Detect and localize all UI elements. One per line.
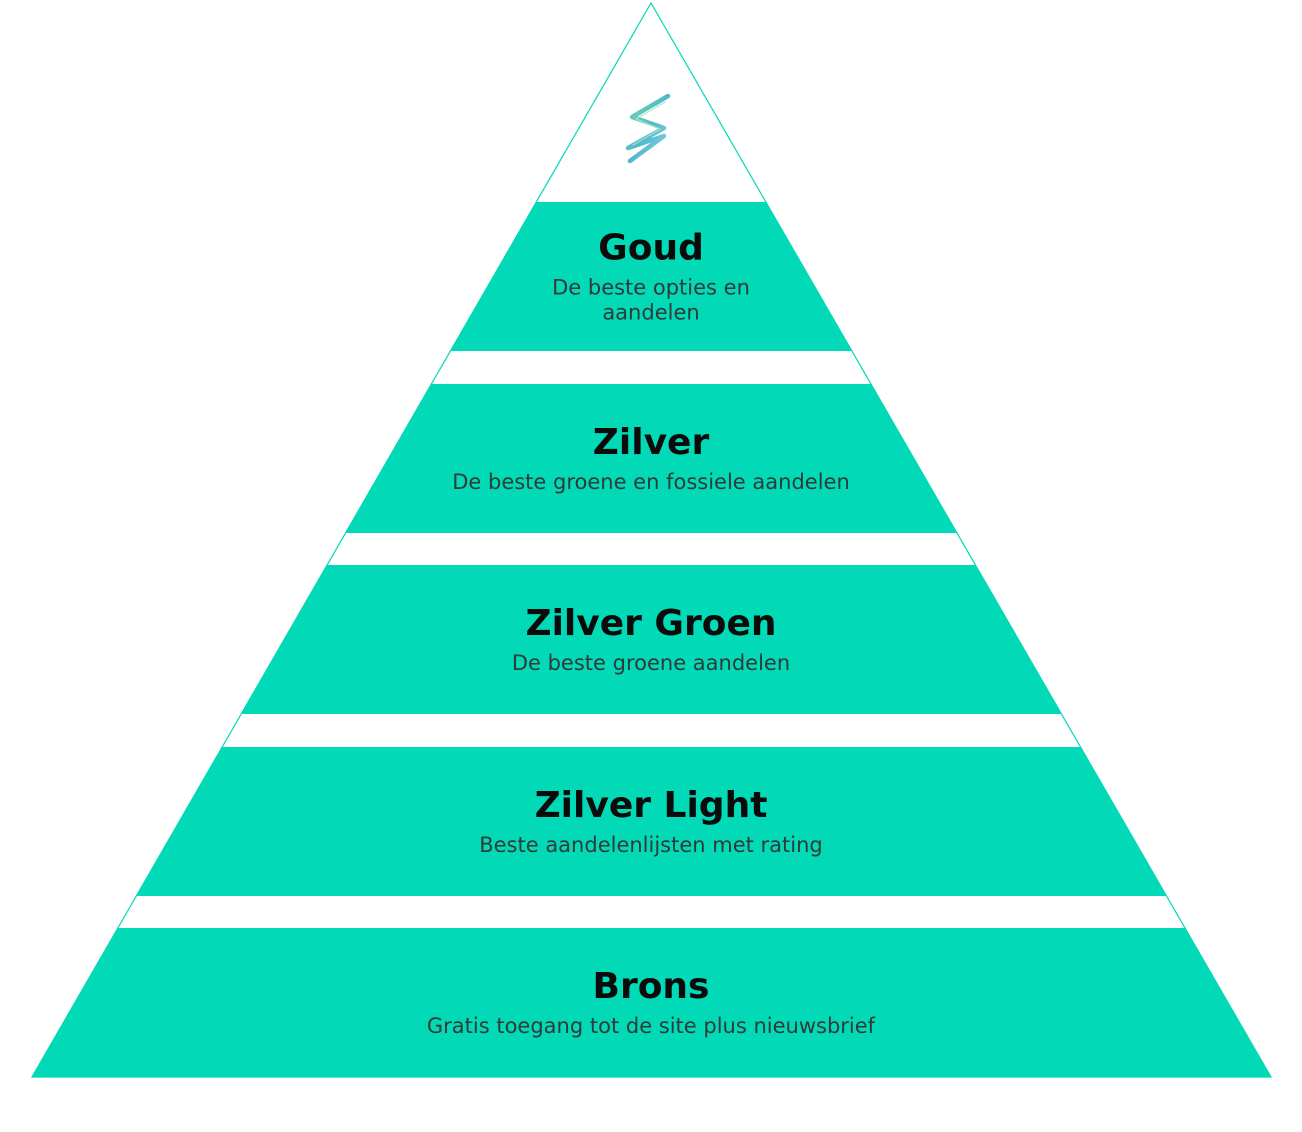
tier-band [345, 384, 957, 533]
tier-band [450, 202, 852, 351]
tier-title: Zilver [593, 422, 710, 463]
lightning-bolt-logo-icon [625, 93, 671, 164]
tier-title: Brons [593, 966, 710, 1007]
tier-zilver-groen: Zilver Groen De beste groene aandelen [240, 565, 1062, 714]
tier-band [240, 565, 1062, 714]
pyramid-outline [30, 1, 1273, 1078]
tier-band [31, 928, 1271, 1077]
tier-subtitle: De beste groene aandelen [512, 651, 790, 675]
tier-subtitle: aandelen [602, 301, 699, 325]
tier-subtitle: Beste aandelenlijsten met rating [479, 833, 823, 857]
tier-zilver: Zilver De beste groene en fossiele aandel… [345, 384, 957, 533]
tier-subtitle: Gratis toegang tot de site plus nieuwsbr… [427, 1014, 876, 1038]
tier-band [135, 747, 1167, 896]
tier-title: Goud [598, 228, 704, 269]
tier-subtitle: De beste opties en [552, 276, 750, 300]
tier-title: Zilver Light [535, 785, 768, 826]
tier-subtitle: De beste groene en fossiele aandelen [452, 470, 850, 494]
tier-title: Zilver Groen [525, 603, 776, 644]
